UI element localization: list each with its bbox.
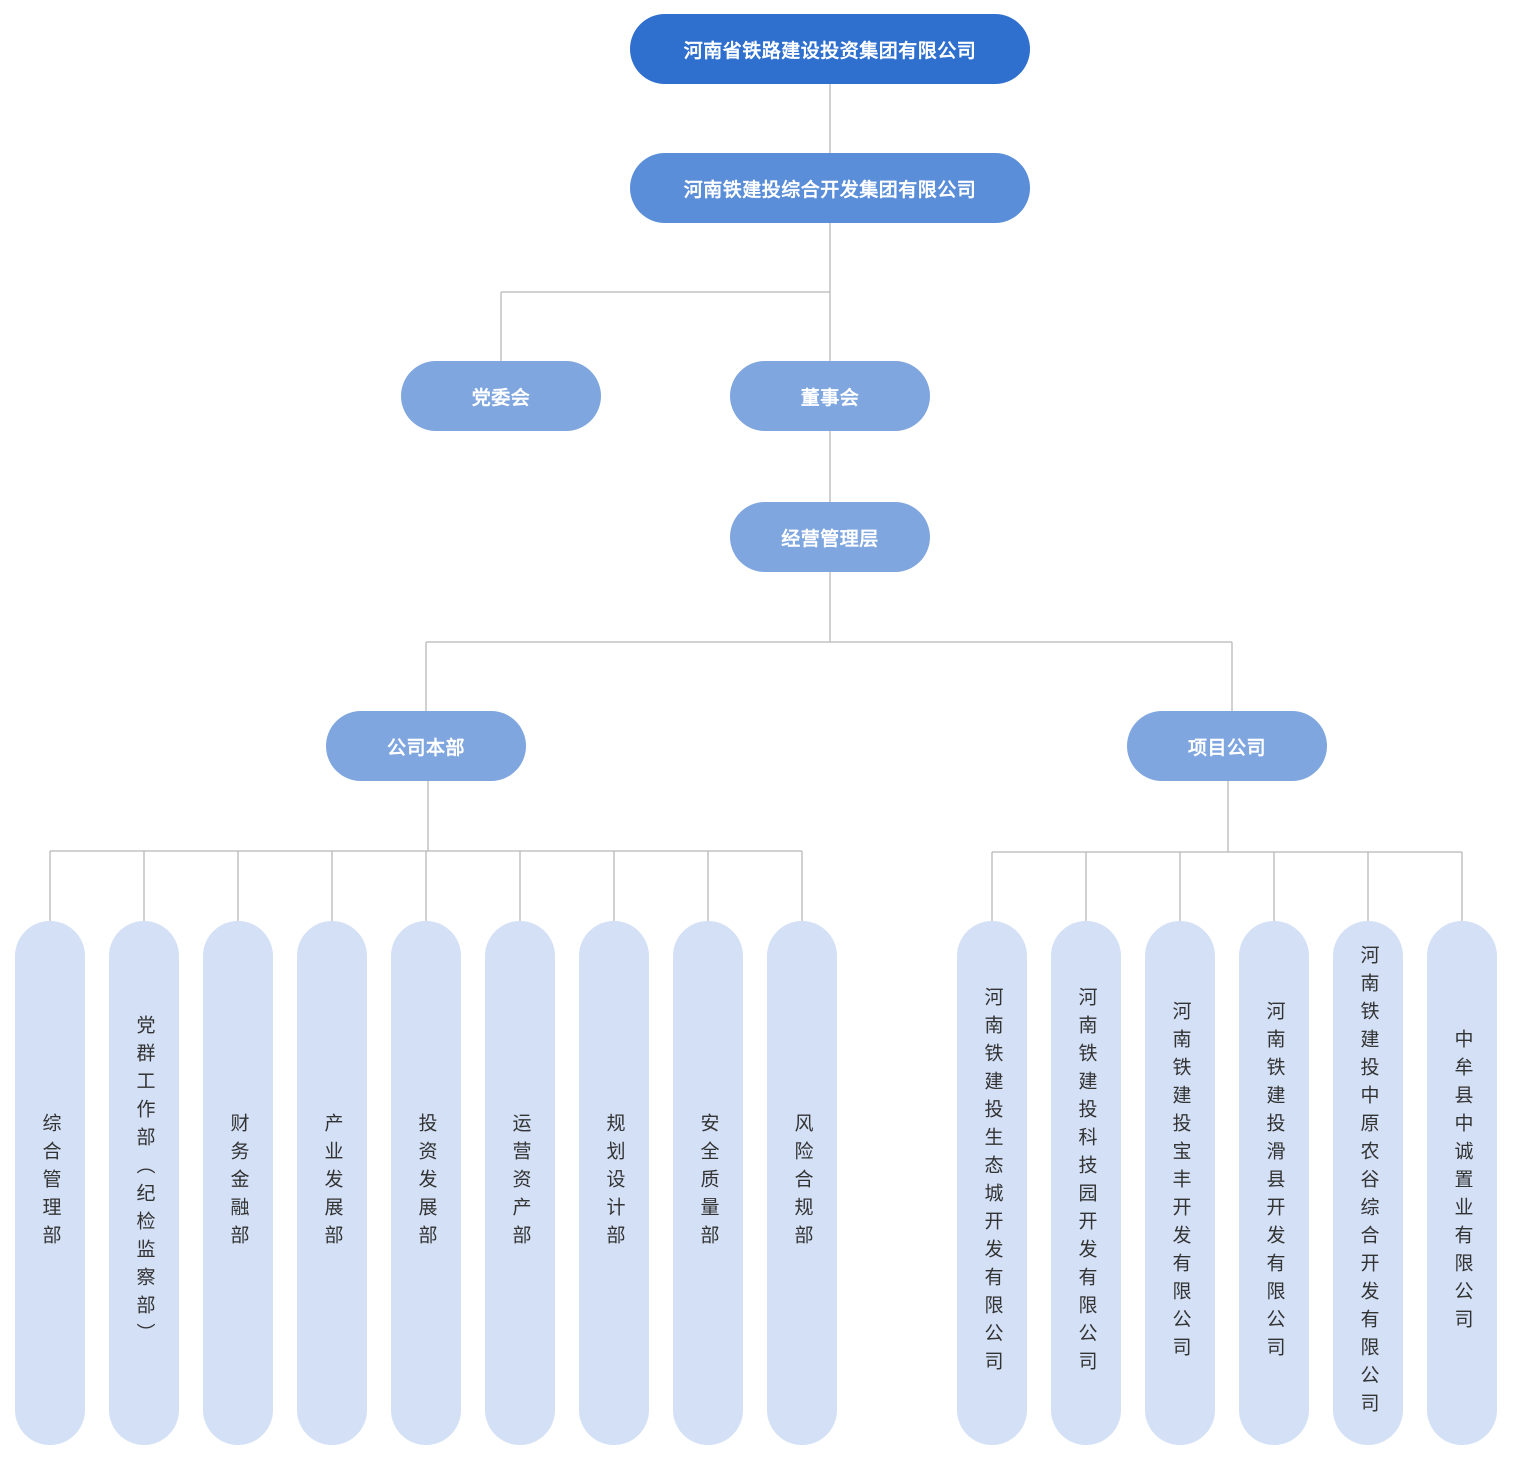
project-company-label: 河南铁建投生态城开发有限公司 bbox=[981, 987, 1004, 1379]
root-company-label: 河南省铁路建设投资集团有限公司 bbox=[683, 39, 977, 62]
project-company-node: 河南铁建投科技园开发有限公司 bbox=[1051, 921, 1121, 1445]
project-company-node: 河南铁建投宝丰开发有限公司 bbox=[1145, 921, 1215, 1445]
group-company-label: 河南铁建投综合开发集团有限公司 bbox=[683, 178, 977, 201]
department-node: 规划设计部 bbox=[579, 921, 649, 1445]
party-committee-label: 党委会 bbox=[471, 386, 531, 409]
group-company-node: 河南铁建投综合开发集团有限公司 bbox=[630, 153, 1030, 223]
department-node: 风险合规部 bbox=[767, 921, 837, 1445]
department-node: 投资发展部 bbox=[391, 921, 461, 1445]
board-label: 董事会 bbox=[800, 386, 860, 409]
project-company-node: 河南铁建投中原农谷综合开发有限公司 bbox=[1333, 921, 1403, 1445]
project-companies-node: 项目公司 bbox=[1127, 711, 1327, 781]
management-label: 经营管理层 bbox=[781, 527, 879, 550]
department-label: 安全质量部 bbox=[697, 1113, 720, 1253]
project-company-label: 河南铁建投科技园开发有限公司 bbox=[1075, 987, 1098, 1379]
party-committee-node: 党委会 bbox=[401, 361, 601, 431]
board-node: 董事会 bbox=[730, 361, 930, 431]
department-label: 风险合规部 bbox=[791, 1113, 814, 1253]
project-company-node: 中牟县中诚置业有限公司 bbox=[1427, 921, 1497, 1445]
department-node: 财务金融部 bbox=[203, 921, 273, 1445]
department-node: 产业发展部 bbox=[297, 921, 367, 1445]
department-label: 运营资产部 bbox=[509, 1113, 532, 1253]
department-node: 运营资产部 bbox=[485, 921, 555, 1445]
project-company-node: 河南铁建投滑县开发有限公司 bbox=[1239, 921, 1309, 1445]
root-company-node: 河南省铁路建设投资集团有限公司 bbox=[630, 14, 1030, 84]
department-label: 综合管理部 bbox=[39, 1113, 62, 1253]
management-node: 经营管理层 bbox=[730, 502, 930, 572]
department-node: 党群工作部（纪检监察部） bbox=[109, 921, 179, 1445]
department-label: 党群工作部（纪检监察部） bbox=[133, 1015, 156, 1351]
hq-node: 公司本部 bbox=[326, 711, 526, 781]
hq-label: 公司本部 bbox=[386, 736, 465, 759]
project-company-label: 河南铁建投滑县开发有限公司 bbox=[1263, 1001, 1286, 1365]
department-label: 投资发展部 bbox=[415, 1113, 438, 1253]
project-company-label: 河南铁建投中原农谷综合开发有限公司 bbox=[1357, 945, 1380, 1421]
department-label: 产业发展部 bbox=[321, 1113, 344, 1253]
project-company-label: 河南铁建投宝丰开发有限公司 bbox=[1169, 1001, 1192, 1365]
department-label: 财务金融部 bbox=[227, 1113, 250, 1253]
project-company-label: 中牟县中诚置业有限公司 bbox=[1451, 1029, 1474, 1337]
department-node: 综合管理部 bbox=[15, 921, 85, 1445]
department-node: 安全质量部 bbox=[673, 921, 743, 1445]
project-companies-label: 项目公司 bbox=[1187, 736, 1266, 759]
department-label: 规划设计部 bbox=[603, 1113, 626, 1253]
project-company-node: 河南铁建投生态城开发有限公司 bbox=[957, 921, 1027, 1445]
